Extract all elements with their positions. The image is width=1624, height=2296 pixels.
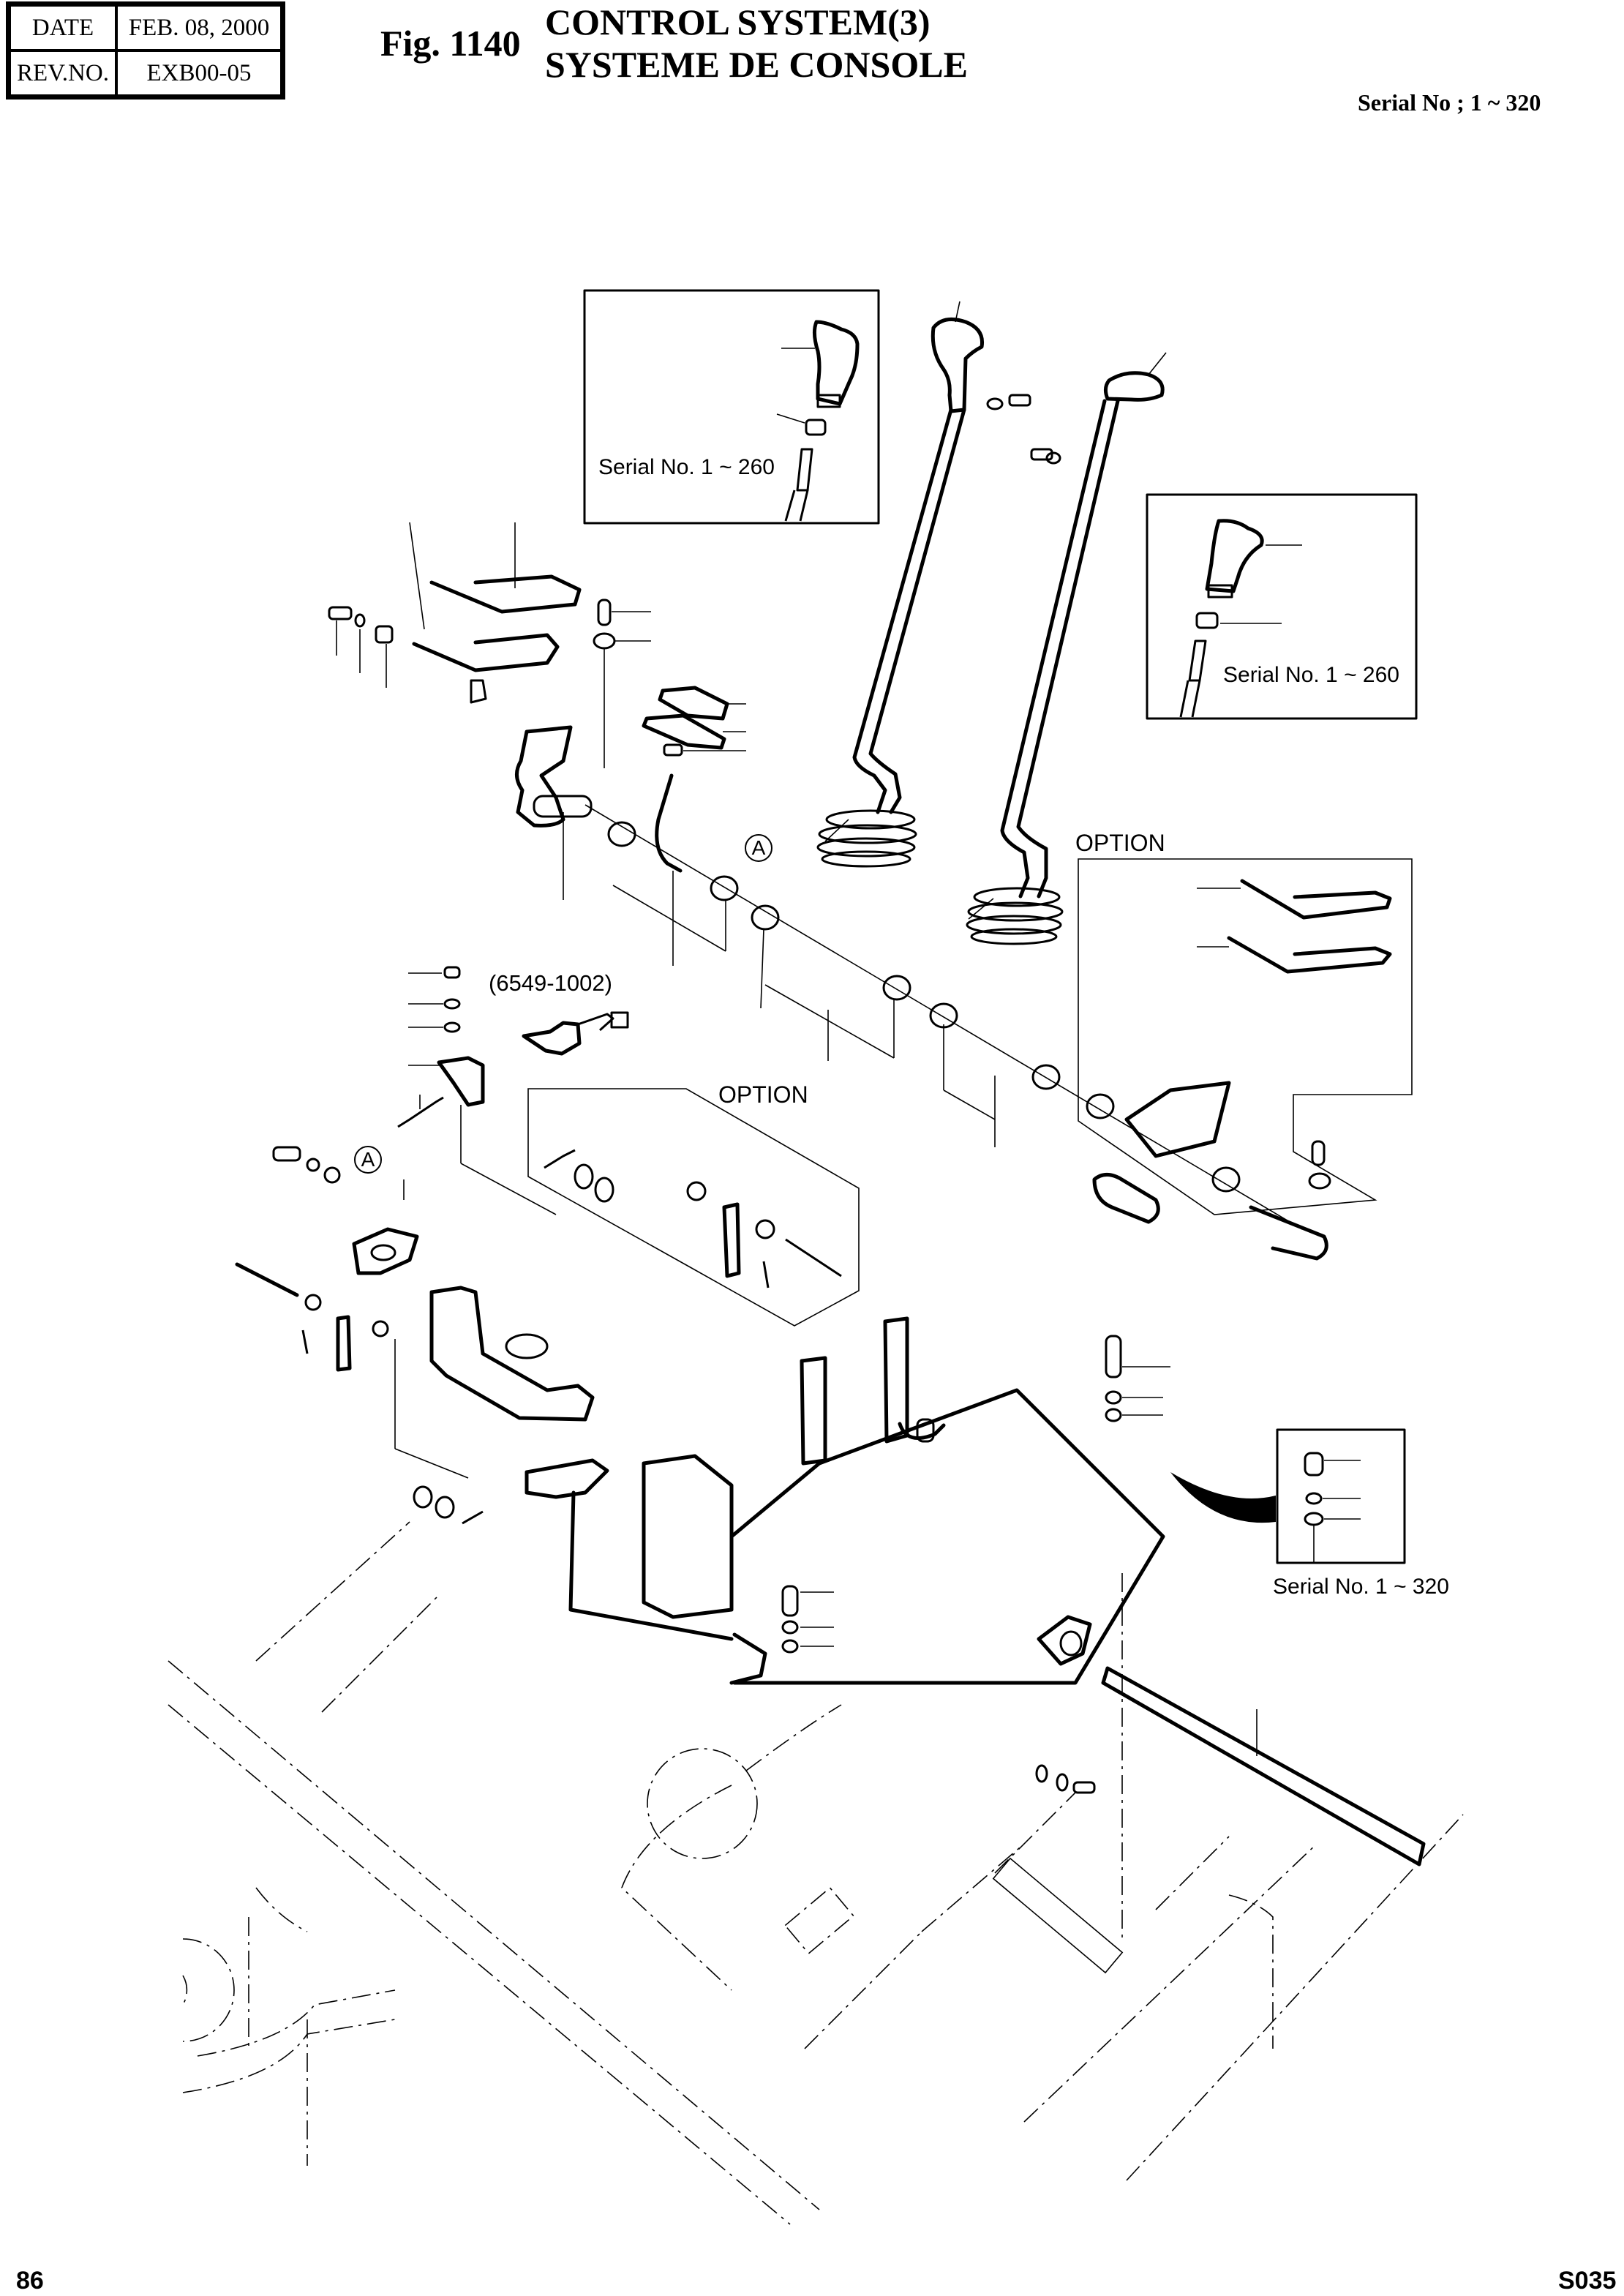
inset-left-knob [583, 289, 880, 525]
spring-icon [397, 1095, 444, 1128]
bracket-icon [408, 1056, 485, 1107]
page-title-fr: SYSTEME DE CONSOLE [545, 44, 968, 85]
option-label-right: OPTION [1075, 830, 1165, 856]
lever-left [816, 301, 985, 868]
rev-value: EXB00-05 [116, 50, 282, 96]
floor-outline-icon [168, 1521, 1464, 2225]
serial-range: Serial No ; 1 ~ 320 [1358, 89, 1541, 116]
bushing-icon [607, 821, 1241, 1193]
revision-table: DATE FEB. 08, 2000 REV.NO. EXB00-05 [6, 1, 285, 100]
pedal-icon [409, 522, 582, 704]
lever-right [966, 352, 1167, 945]
tube-icon [1092, 1140, 1331, 1261]
washer-icon [413, 1485, 484, 1525]
inset-bolt [1276, 1428, 1406, 1564]
page-number: 86 [16, 2267, 44, 2295]
option-box-right [1078, 858, 1413, 1215]
date-label: DATE [10, 5, 116, 50]
date-value: FEB. 08, 2000 [116, 5, 282, 50]
inset-right-serial-label: Serial No. 1 ~ 260 [1223, 663, 1399, 687]
leader-lines [394, 812, 996, 1479]
page-title-en: CONTROL SYSTEM(3) [545, 1, 931, 42]
bolt-icon [781, 1335, 1170, 1654]
inset-left-serial-label: Serial No. 1 ~ 260 [598, 455, 775, 479]
pin-icon [235, 1262, 389, 1372]
pedal-icon [642, 686, 746, 873]
knob-icon [1205, 519, 1302, 599]
rev-label: REV.NO. [10, 50, 116, 96]
switch-icon [522, 1011, 629, 1056]
inset-right-knob [1146, 493, 1418, 720]
bolt-icon [328, 606, 394, 688]
bolt-icon [408, 966, 461, 1033]
knob-icon [781, 320, 860, 408]
bolt-icon [1035, 1764, 1096, 1794]
nut-icon [776, 413, 827, 436]
option-box-center [527, 1088, 860, 1327]
plate-icon [352, 1179, 419, 1275]
arrow-icon [1170, 1472, 1276, 1523]
pedal-bracket [515, 725, 593, 828]
nut-icon [1195, 612, 1282, 629]
bolt-icon [986, 394, 1061, 465]
boot-icon [966, 887, 1064, 945]
shaft-icon [1037, 1615, 1426, 1867]
figure-number: Fig. 1140 [380, 23, 521, 64]
page-code: S035 [1558, 2267, 1617, 2295]
switch-part-number: (6549-1002) [489, 970, 612, 996]
boot-icon [816, 809, 917, 868]
option-label-center: OPTION [718, 1081, 808, 1108]
reference-callout-a-lower: A [354, 1146, 382, 1174]
inset-bolt-serial-label: Serial No. 1 ~ 320 [1273, 1575, 1449, 1599]
reference-callout-a-upper: A [745, 834, 772, 862]
stud-icon [593, 599, 651, 768]
console-frame-icon [429, 1286, 1165, 1685]
bolt-icon [272, 1146, 341, 1184]
